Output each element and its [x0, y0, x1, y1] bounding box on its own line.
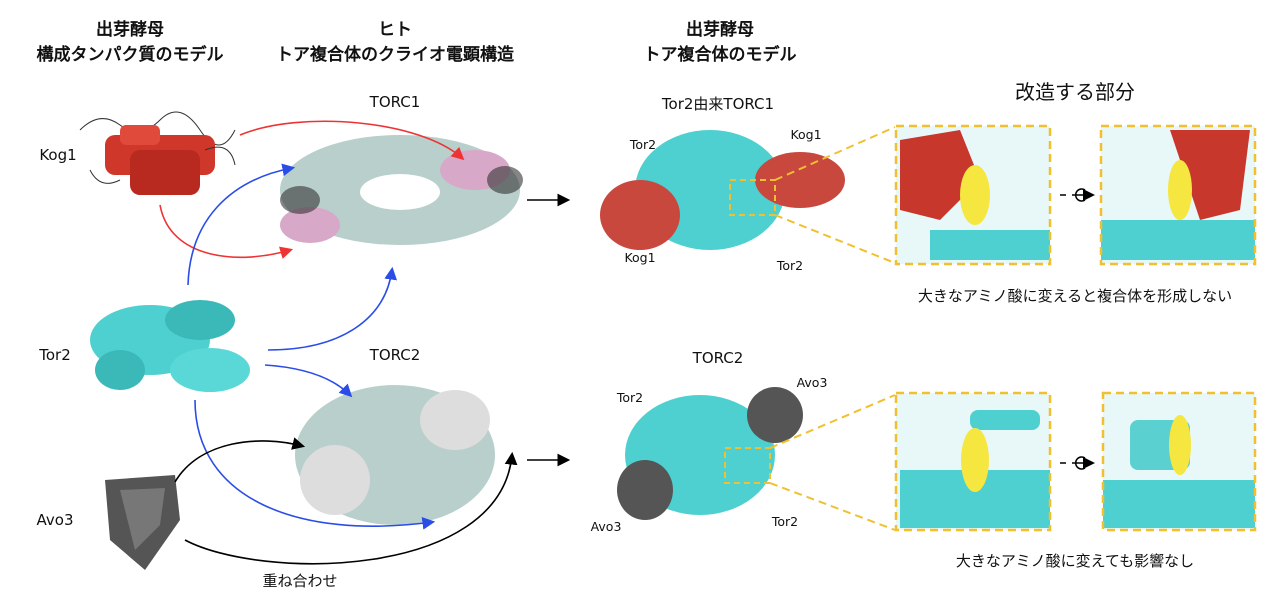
- header-line: 出芽酵母: [96, 20, 164, 40]
- header-human-cryoem: ヒト トア複合体のクライオ電顕構造: [276, 18, 514, 68]
- closeup-torc2-front: [894, 391, 1052, 532]
- header-line: トア複合体のクライオ電顕構造: [276, 45, 514, 65]
- avo3-structure: [105, 475, 180, 570]
- subunit-label: Avo3: [590, 519, 622, 534]
- label-yeast-torc1: Tor2由来TORC1: [661, 95, 775, 113]
- header-modified-region: 改造する部分: [1015, 80, 1135, 104]
- human-torc2-structure: [295, 385, 495, 525]
- yeast-torc2-model: [617, 387, 896, 531]
- header-yeast-model: 出芽酵母 トア複合体のモデル: [644, 18, 797, 68]
- kog1-structure: [79, 111, 236, 195]
- subunit-label: Kog1: [790, 127, 822, 142]
- human-torc1-structure: [280, 135, 523, 245]
- closeup-torc2-rotated: [1101, 391, 1257, 532]
- caption-torc1: 大きなアミノ酸に変えると複合体を形成しない: [917, 287, 1233, 305]
- label-avo3: Avo3: [36, 511, 74, 529]
- subunit-label: Tor2: [616, 390, 644, 405]
- label-kog1: Kog1: [39, 146, 77, 164]
- label-human-torc1: TORC1: [369, 93, 421, 111]
- yeast-torc1-model: [600, 126, 896, 264]
- label-overlay: 重ね合わせ: [262, 572, 338, 590]
- closeup-torc1-front: [894, 124, 1052, 266]
- header-line: トア複合体のモデル: [643, 45, 797, 65]
- label-yeast-torc2: TORC2: [692, 349, 744, 367]
- header-yeast-components: 出芽酵母 構成タンパク質のモデル: [37, 18, 224, 68]
- label-human-torc2: TORC2: [369, 346, 421, 364]
- subunit-label: Tor2: [629, 137, 657, 152]
- header-line: 構成タンパク質のモデル: [36, 45, 224, 65]
- closeup-torc1-rotated: [1099, 124, 1257, 266]
- subunit-label: Kog1: [624, 250, 656, 265]
- header-line: 出芽酵母: [686, 20, 754, 40]
- rotation-icon: [1060, 189, 1092, 201]
- subunit-label: Avo3: [796, 375, 828, 390]
- label-tor2: Tor2: [39, 346, 71, 364]
- superposition-arrows: [159, 120, 571, 565]
- subunit-label: Tor2: [776, 258, 804, 273]
- header-line: ヒト: [378, 20, 412, 40]
- subunit-label: Tor2: [771, 514, 799, 529]
- rotation-icon: [1060, 457, 1092, 469]
- caption-torc2: 大きなアミノ酸に変えても影響なし: [955, 552, 1195, 570]
- tor2-structure: [90, 300, 250, 392]
